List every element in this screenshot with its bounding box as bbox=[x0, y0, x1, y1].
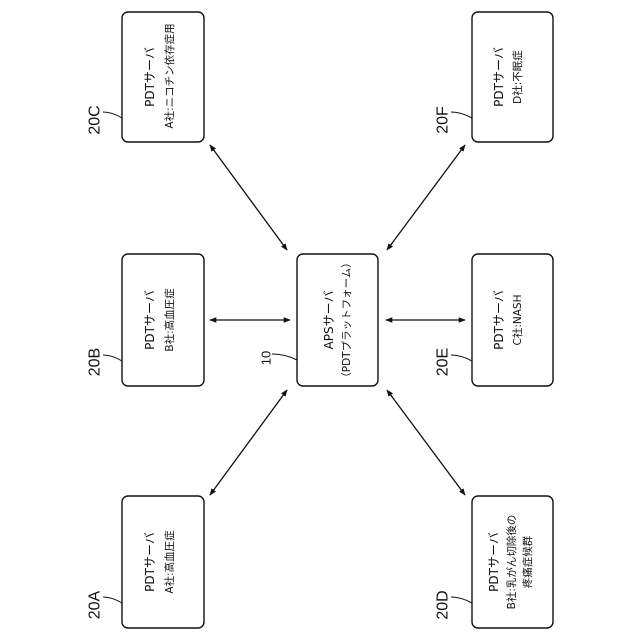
leader-20e bbox=[451, 355, 472, 361]
arrow-10-to-20d bbox=[387, 390, 465, 495]
leader-20f bbox=[451, 112, 472, 118]
server-box-20a: PDTサーバ A社:高血圧症 bbox=[122, 496, 204, 628]
arrow-10-to-20f bbox=[387, 145, 465, 250]
server-20f-title: PDTサーバ bbox=[492, 47, 506, 107]
server-20e-description: C社:NASH bbox=[511, 295, 524, 346]
ref-label-20f: 20F bbox=[435, 106, 452, 134]
leader-20c bbox=[103, 112, 122, 118]
aps-server-subtitle: （PDTプラットフォーム） bbox=[341, 257, 353, 383]
ref-label-20b: 20B bbox=[87, 348, 104, 376]
server-20e-title: PDTサーバ bbox=[492, 290, 506, 350]
ref-label-20a: 20A bbox=[87, 590, 104, 619]
arrow-20a-to-10 bbox=[210, 390, 287, 495]
server-box-20e: PDTサーバ C社:NASH bbox=[472, 254, 553, 386]
server-20f-description: D社:不眠症 bbox=[511, 50, 524, 104]
ref-label-10: 10 bbox=[259, 351, 274, 365]
ref-label-20e: 20E bbox=[435, 348, 452, 376]
ref-label-20c: 20C bbox=[87, 105, 104, 134]
server-box-20b: PDTサーバ B社:高血圧症 bbox=[122, 254, 204, 386]
server-20d-description: B社:乳がん切除後の bbox=[505, 515, 518, 610]
leader-20d bbox=[451, 597, 472, 603]
server-20a-title: PDTサーバ bbox=[143, 532, 157, 592]
ref-label-20d: 20D bbox=[435, 590, 452, 619]
server-box-20c-frame bbox=[122, 12, 204, 142]
server-box-20d: PDTサーバ B社:乳がん切除後の 疼痛症候群 bbox=[472, 496, 553, 628]
server-20a-description: A社:高血圧症 bbox=[163, 530, 176, 594]
aps-server-title: APSサーバ bbox=[322, 291, 336, 350]
leader-10 bbox=[272, 354, 297, 360]
server-box-20b-frame bbox=[122, 254, 204, 386]
server-20d-title: PDTサーバ bbox=[487, 532, 501, 592]
server-box-20a-frame bbox=[122, 496, 204, 628]
server-box-20c: PDTサーバ A社:ニコチン依存症用 bbox=[122, 12, 204, 142]
server-20d-description-cont: 疼痛症候群 bbox=[521, 535, 534, 588]
arrow-20c-to-10 bbox=[210, 145, 287, 250]
server-20b-description: B社:高血圧症 bbox=[163, 288, 176, 352]
aps-server-box: APSサーバ （PDTプラットフォーム） bbox=[297, 254, 378, 386]
server-20c-description: A社:ニコチン依存症用 bbox=[163, 23, 176, 128]
server-20c-title: PDTサーバ bbox=[143, 47, 157, 107]
leader-20b bbox=[103, 355, 122, 361]
aps-server-box-frame bbox=[297, 254, 378, 386]
server-20b-title: PDTサーバ bbox=[143, 290, 157, 350]
leader-20a bbox=[103, 597, 122, 603]
server-box-20f: PDTサーバ D社:不眠症 bbox=[472, 12, 553, 142]
